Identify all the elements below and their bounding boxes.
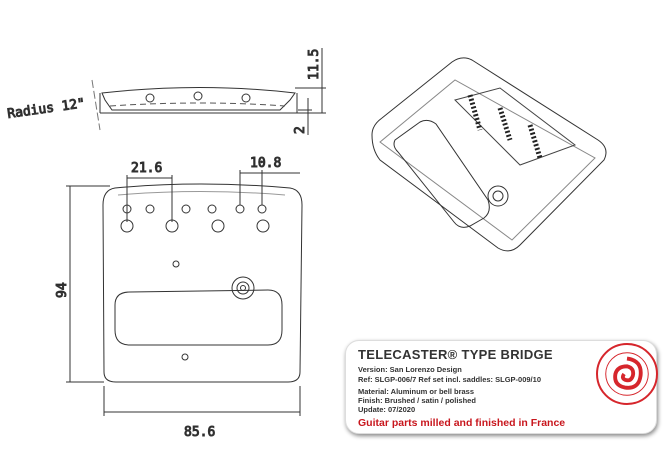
card-update: Update: 07/2020 [358, 405, 416, 414]
card-title: TELECASTER® TYPE BRIDGE [358, 347, 553, 362]
isometric-view [371, 57, 607, 252]
dim-length: 94 [55, 282, 70, 298]
card-finish: Finish: Brushed / satin / polished [358, 396, 476, 405]
dim-width: 85.6 [184, 425, 215, 440]
dim-height: 11.5 [307, 49, 322, 80]
side-view [91, 79, 298, 131]
dim-hole-spacing: 21.6 [131, 161, 162, 176]
dim-base: 2 [293, 126, 308, 134]
rose-seal-logo [596, 343, 658, 405]
radius-label: Radius 12" [6, 96, 86, 122]
dim-edge-offset: 10.8 [250, 156, 281, 171]
card-material: Material: Aluminum or bell brass [358, 387, 474, 396]
rose-screw-icon [231, 276, 255, 300]
top-view [102, 183, 303, 383]
card-tagline: Guitar parts milled and finished in Fran… [358, 417, 566, 429]
card-version: Version: San Lorenzo Design [358, 365, 462, 374]
rose-icon [605, 352, 649, 396]
card-ref: Ref: SLGP-006/7 Ref set incl. saddles: S… [358, 375, 541, 384]
